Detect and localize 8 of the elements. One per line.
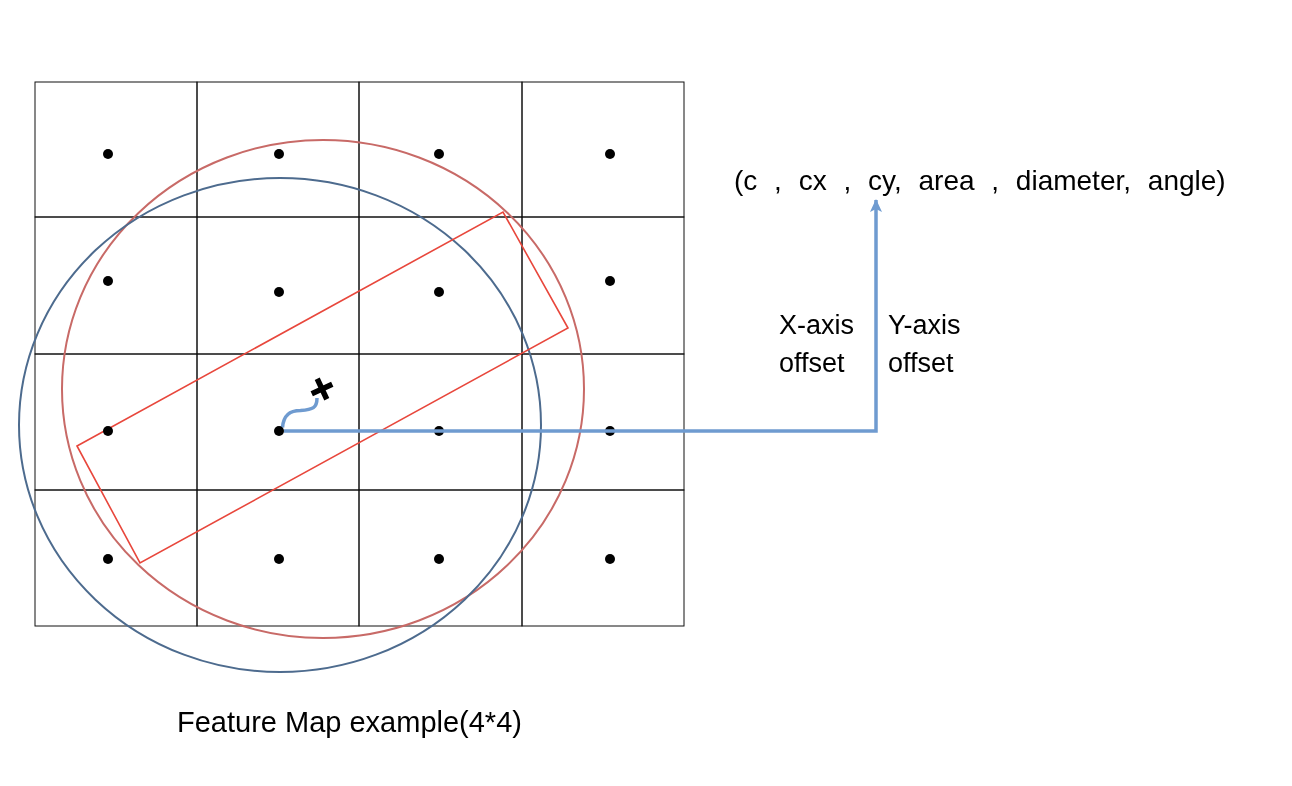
axis-offset-label: X-axis offset (779, 309, 855, 380)
arrow (284, 199, 882, 433)
curved-line (280, 397, 319, 428)
parameter-tuple: (c , cx , cy, area , diameter, angle) (734, 162, 1226, 200)
axis-offset-label: Y-axis offset (888, 309, 962, 380)
cross-icon (310, 377, 334, 401)
caption: Feature Map example(4*4) (177, 705, 522, 740)
dot-icon (274, 426, 284, 436)
